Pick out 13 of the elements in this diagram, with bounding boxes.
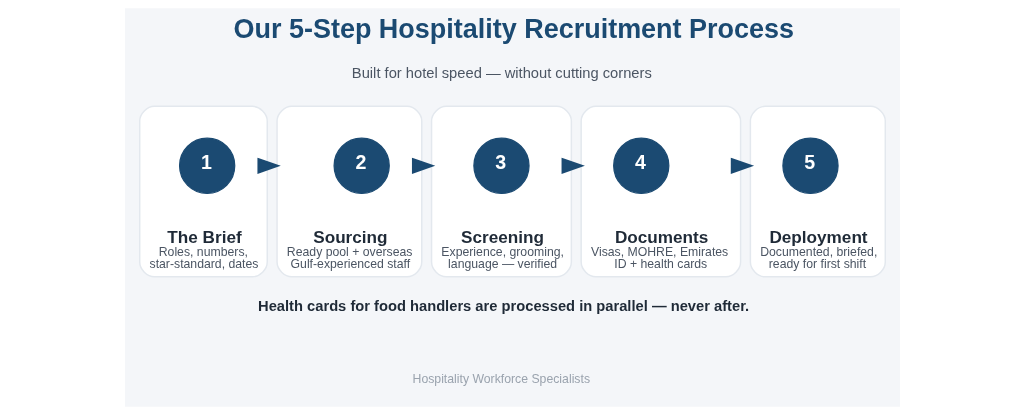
label: Health cards for food handlers are processed in parallel — never after. — [257, 298, 749, 315]
arrow — [730, 157, 754, 174]
diagram-title: Our 5-Step Hospitality Recruitment Process — [233, 14, 794, 45]
arrow — [256, 157, 281, 174]
label: Built for hotel speed — without cutting corners — [351, 65, 652, 82]
node-circle: 1 — [178, 137, 235, 194]
node-circle: 5 — [781, 137, 839, 194]
node-circle: 3 — [472, 137, 530, 194]
label: Hospitality Workforce Specialists — [412, 371, 590, 386]
node-circle: 2 — [332, 137, 390, 194]
arrow — [561, 157, 585, 174]
node-circle: 4 — [612, 137, 669, 194]
arrow — [411, 157, 435, 174]
